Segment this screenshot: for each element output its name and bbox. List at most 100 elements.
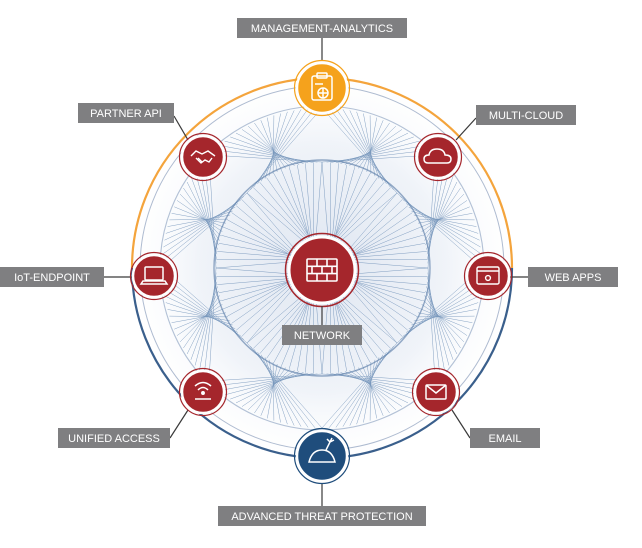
mesh-line xyxy=(162,199,241,255)
node-advanced-threat-protection[interactable] xyxy=(293,427,351,485)
mesh-line xyxy=(356,281,420,309)
mesh-line xyxy=(356,227,420,255)
mesh-line xyxy=(224,281,288,309)
label-unified-access[interactable]: UNIFIED ACCESS xyxy=(58,428,170,448)
mesh-line xyxy=(218,243,295,257)
browser-window-icon xyxy=(476,266,500,285)
mesh-line xyxy=(217,277,299,285)
mesh-line xyxy=(179,193,222,237)
mesh-line xyxy=(231,279,295,324)
mesh-line xyxy=(250,108,316,190)
mesh-line xyxy=(352,219,417,256)
mesh-line xyxy=(246,107,323,194)
mesh-line xyxy=(342,276,403,337)
inner-ring xyxy=(213,159,431,377)
envelope-icon xyxy=(425,384,447,400)
mesh-line xyxy=(174,308,225,330)
label-management-analytics[interactable]: MANAGEMENT-ANALYTICS xyxy=(237,18,407,38)
mesh-line xyxy=(408,295,480,330)
mesh-line xyxy=(164,206,236,241)
mesh-line xyxy=(326,149,431,163)
mesh-line xyxy=(403,281,482,337)
mesh-line xyxy=(254,122,286,169)
mesh-line xyxy=(419,206,470,228)
mesh-line xyxy=(369,115,372,175)
mesh-line xyxy=(335,170,363,234)
mesh-line xyxy=(356,357,380,425)
mesh-line xyxy=(165,302,233,326)
mesh-line xyxy=(353,125,397,168)
mesh-line xyxy=(352,234,423,256)
mesh-line xyxy=(163,203,239,248)
node-unified-access[interactable] xyxy=(178,367,228,417)
mesh-line xyxy=(208,373,323,382)
mesh-line xyxy=(260,365,282,416)
mesh-line xyxy=(331,291,385,354)
mesh-line xyxy=(235,371,300,404)
mesh-line xyxy=(363,113,376,177)
mesh-line xyxy=(259,291,313,354)
connector-lines xyxy=(104,38,528,506)
mesh-line xyxy=(176,304,223,336)
node-email[interactable] xyxy=(411,367,461,417)
mesh-line xyxy=(241,276,302,337)
mesh-line xyxy=(349,279,413,324)
mesh-line xyxy=(224,227,288,255)
mesh-line xyxy=(425,290,458,355)
mesh-line xyxy=(333,164,347,241)
label-web-apps[interactable]: WEB APPS xyxy=(528,267,618,287)
center-label[interactable]: NETWORK xyxy=(282,325,362,345)
mesh-line xyxy=(247,368,291,411)
node-management-analytics[interactable] xyxy=(293,59,351,117)
mesh-line xyxy=(349,370,403,407)
mesh-line xyxy=(213,373,318,387)
mesh-line xyxy=(171,213,226,224)
mesh-line xyxy=(171,312,226,323)
mesh-line xyxy=(330,187,391,248)
node-multi-cloud[interactable] xyxy=(413,132,463,182)
mesh-line xyxy=(253,187,314,248)
mesh-line xyxy=(415,315,475,318)
wifi-signal-icon xyxy=(194,381,212,400)
mesh-line xyxy=(345,251,427,259)
mesh-line xyxy=(230,136,304,164)
mesh-line xyxy=(328,346,394,428)
mesh-line xyxy=(426,176,454,250)
mesh-line xyxy=(179,299,222,343)
label-iot-endpoint[interactable]: IoT-ENDPOINT xyxy=(0,267,104,287)
mesh-line xyxy=(349,243,426,257)
label-advanced-threat-protection[interactable]: ADVANCED THREAT PROTECTION xyxy=(218,506,426,526)
mesh-line xyxy=(235,132,300,165)
mesh-line xyxy=(260,354,295,426)
mesh-line xyxy=(422,299,465,343)
mesh-line xyxy=(224,140,309,164)
clipboard-chart-icon xyxy=(311,72,333,101)
mesh-line xyxy=(331,163,339,245)
mesh-line xyxy=(349,279,426,293)
mesh-line xyxy=(253,349,309,428)
mesh-line xyxy=(349,110,384,182)
mesh-line xyxy=(335,372,420,396)
label-email[interactable]: EMAIL xyxy=(470,428,540,448)
svg-text:UNIFIED ACCESS: UNIFIED ACCESS xyxy=(68,433,160,445)
node-iot-endpoint[interactable] xyxy=(129,251,179,301)
mesh-line xyxy=(264,357,288,425)
mesh-line xyxy=(352,280,417,317)
mesh-line xyxy=(167,214,231,227)
center-node[interactable] xyxy=(284,232,360,308)
svg-text:MULTI-CLOUD: MULTI-CLOUD xyxy=(489,110,563,122)
node-partner-api[interactable] xyxy=(178,132,228,182)
mesh-line xyxy=(366,117,377,172)
mesh-line xyxy=(169,315,229,318)
node-web-apps[interactable] xyxy=(463,251,513,301)
mesh-line xyxy=(194,281,218,366)
mesh-line xyxy=(418,312,473,323)
mesh-line xyxy=(424,187,461,241)
label-partner-api[interactable]: PARTNER API xyxy=(78,103,174,123)
mesh-line xyxy=(161,267,248,344)
mesh-line xyxy=(421,304,468,336)
mesh-line xyxy=(334,173,371,238)
label-multi-cloud[interactable]: MULTI-CLOUD xyxy=(476,105,576,125)
mesh-line xyxy=(400,196,482,262)
